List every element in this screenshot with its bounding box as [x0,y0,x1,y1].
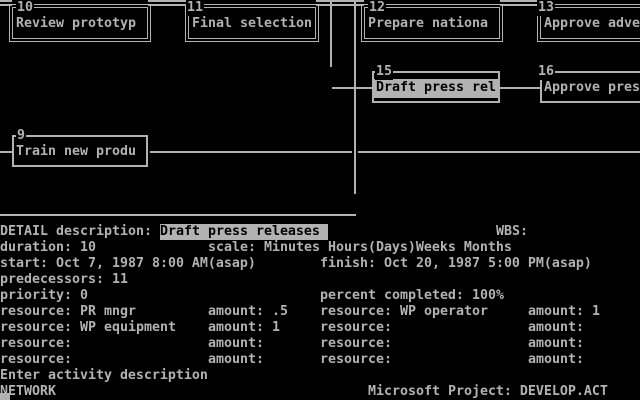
resource-label: resource: [0,320,72,335]
connector-into-15 [332,87,374,89]
activity-id-13: 13 [537,0,555,16]
amount-label: amount: [208,352,264,367]
activity-name-12: Prepare nationa [368,16,488,31]
resource-field[interactable] [80,352,200,368]
amount-label: amount: [208,320,264,335]
resource-label: resource: [0,352,72,367]
activity-id-16: 16 [537,64,555,80]
resource-label: resource: [0,336,72,351]
activity-name-11: Final selection [192,16,312,31]
predecessors-label: predecessors: [0,272,104,287]
activity-box-16[interactable] [540,71,640,103]
text-cursor [0,393,10,400]
amount-field[interactable]: 1 [592,304,600,319]
resource-label: resource: [320,304,392,319]
activity-name-9: Train new produ [16,144,136,159]
amount-label: amount: [208,336,264,351]
activity-box-11[interactable] [185,4,319,42]
activity-id-15: 15 [375,64,393,80]
resource-label: resource: [320,336,392,351]
activity-id-11: 11 [186,0,204,16]
start-field[interactable]: Oct 7, 1987 8:00 AM(asap) [56,256,256,271]
resource-label: resource: [320,320,392,335]
duration-field[interactable]: 10 [80,240,96,255]
activity-name-13: Approve adve [544,16,640,31]
connector-10-11 [148,0,188,6]
resource-field[interactable]: WP operator [400,304,488,319]
description-label: description: [56,224,152,239]
connector-in-9 [0,151,12,153]
amount-label: amount: [528,320,584,335]
connector-branch-down-long [354,0,356,194]
connector-out-9-right [358,151,640,153]
finish-field[interactable]: Oct 20, 1987 5:00 PM(asap) [384,256,592,271]
amount-field[interactable] [592,352,632,368]
connector-in-10 [0,0,12,6]
connector-bottom-return [0,214,356,216]
activity-box-12[interactable] [361,4,503,42]
amount-label: amount: [528,304,584,319]
amount-field[interactable]: .5 [272,304,288,319]
activity-name-10: Review prototyp [16,16,136,31]
percent-completed-field[interactable]: 100% [472,288,504,303]
finish-label: finish: [320,256,376,271]
activity-box-13[interactable] [537,4,640,42]
view-name: NETWORK [0,384,56,399]
amount-field[interactable]: 1 [272,320,280,335]
duration-label: duration: [0,240,72,255]
wbs-label: WBS: [496,224,528,239]
scale-label: scale: [208,240,256,255]
app-title: Microsoft Project: DEVELOP.ACT [368,384,608,399]
resource-field[interactable]: WP equipment [80,320,176,335]
wbs-field[interactable] [536,224,616,240]
description-field[interactable]: Draft press releases [160,224,328,240]
percent-completed-label: percent completed: [320,288,464,303]
activity-box-10[interactable] [9,4,151,42]
connector-out-9-left [150,151,352,153]
resource-field[interactable] [80,336,200,352]
priority-field[interactable]: 0 [80,288,88,303]
amount-label: amount: [528,352,584,367]
detail-section-label: DETAIL [0,224,48,239]
activity-id-9: 9 [16,128,26,144]
amount-label: amount: [528,336,584,351]
resource-label: resource: [0,304,72,319]
activity-id-10: 10 [16,0,34,16]
resource-field[interactable] [400,320,520,336]
amount-field[interactable] [272,336,312,352]
resource-field[interactable] [400,352,520,368]
connector-branch-down-15 [330,0,332,67]
connector-12-13 [500,0,540,6]
activity-name-16: Approve pres [544,80,640,95]
amount-label: amount: [208,304,264,319]
scale-field[interactable]: Minutes Hours(Days)Weeks Months [264,240,512,255]
activity-id-12: 12 [368,0,386,16]
start-label: start: [0,256,48,271]
connector-15-16 [500,87,540,89]
status-prompt: Enter activity description [0,368,208,383]
priority-label: priority: [0,288,72,303]
amount-field[interactable] [272,352,312,368]
resource-field[interactable] [400,336,520,352]
resource-label: resource: [320,352,392,367]
connector-11-12 [316,0,364,6]
predecessors-field[interactable]: 11 [112,272,128,287]
amount-field[interactable] [592,320,632,336]
resource-field[interactable]: PR mngr [80,304,136,319]
activity-box-9[interactable] [12,135,148,167]
activity-name-15: Draft press rel [374,79,500,98]
amount-field[interactable] [592,336,632,352]
